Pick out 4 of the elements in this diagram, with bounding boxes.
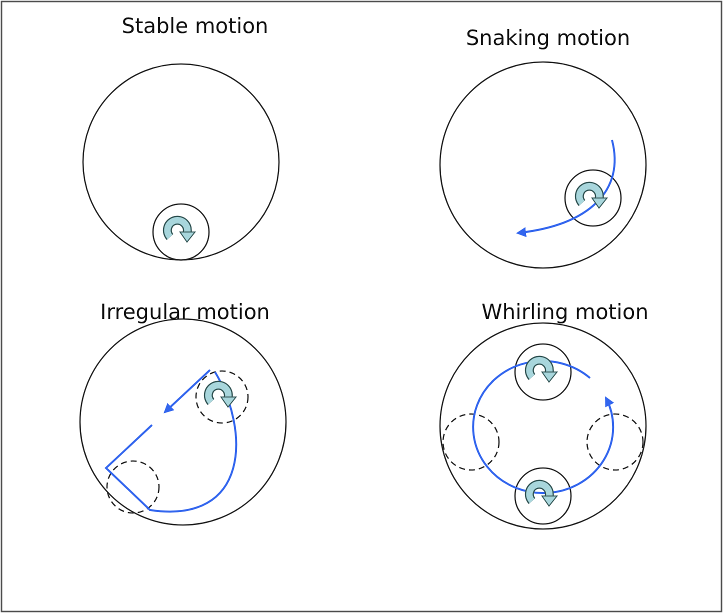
- panel-title: Irregular motion: [100, 300, 270, 324]
- panel-title: Snaking motion: [466, 26, 630, 50]
- panel-title: Whirling motion: [481, 300, 649, 324]
- panel-title: Stable motion: [122, 14, 268, 38]
